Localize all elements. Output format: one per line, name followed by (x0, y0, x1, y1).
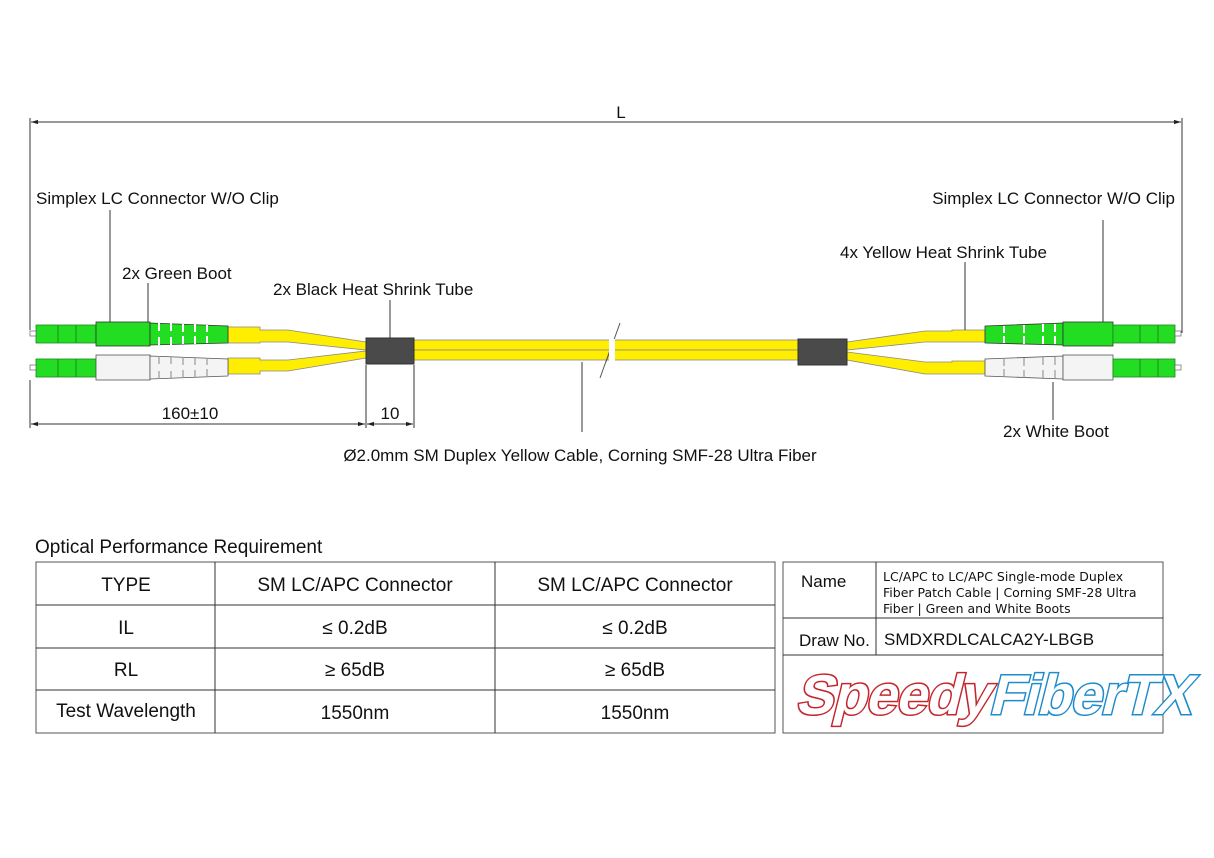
lc-connector-right-bottom (984, 354, 1182, 381)
duplex-cable (413, 322, 799, 379)
length-dimension: L (29, 103, 1183, 333)
lc-connector-left-top (29, 321, 229, 347)
performance-table: Optical Performance Requirement TYPE SM … (35, 537, 776, 734)
yellow-tube-label: 4x Yellow Heat Shrink Tube (840, 243, 1047, 262)
draw-no-value: SMDXRDLCALCA2Y-LBGB (884, 630, 1094, 649)
breakout-dim-label: 160±10 (162, 404, 219, 423)
table-row: RL ≥ 65dB ≥ 65dB (114, 660, 665, 681)
cable-label: Ø2.0mm SM Duplex Yellow Cable, Corning S… (343, 446, 817, 465)
length-label: L (616, 103, 625, 122)
name-line: Fiber Patch Cable | Corning SMF-28 Ultra (883, 585, 1137, 600)
callouts: Simplex LC Connector W/O Clip 2x Green B… (36, 189, 1175, 465)
green-boot-left (95, 321, 151, 347)
lc-connector-right-top (984, 321, 1182, 347)
right-breakout (797, 321, 1182, 381)
table-row: IL ≤ 0.2dB ≤ 0.2dB (118, 618, 668, 639)
svg-text:SpeedyFiberTX: SpeedyFiberTX (792, 665, 1203, 727)
performance-title: Optical Performance Requirement (35, 537, 323, 558)
breakout-dimensions: 160±10 10 (29, 365, 415, 428)
header-connector-a: SM LC/APC Connector (257, 575, 453, 596)
left-connector-label: Simplex LC Connector W/O Clip (36, 189, 279, 208)
svg-text:Test Wavelength: Test Wavelength (56, 701, 196, 722)
svg-text:≥ 65dB: ≥ 65dB (605, 660, 665, 681)
speedyfibertx-logo: SpeedyFiberTX (790, 663, 1204, 728)
white-boot-label: 2x White Boot (1003, 422, 1109, 441)
name-line: LC/APC to LC/APC Single-mode Duplex (883, 569, 1123, 584)
right-connector-label: Simplex LC Connector W/O Clip (932, 189, 1175, 208)
svg-text:≤ 0.2dB: ≤ 0.2dB (322, 618, 387, 639)
header-connector-b: SM LC/APC Connector (537, 575, 733, 596)
svg-text:RL: RL (114, 660, 138, 681)
svg-text:1550nm: 1550nm (321, 703, 390, 724)
left-breakout (29, 321, 415, 381)
table-header-row: TYPE SM LC/APC Connector SM LC/APC Conne… (101, 575, 733, 596)
table-row: Test Wavelength 1550nm 1550nm (56, 701, 669, 724)
name-line: Fiber | Green and White Boots (883, 601, 1071, 616)
lc-connector-left-bottom (29, 354, 229, 381)
svg-text:1550nm: 1550nm (601, 703, 670, 724)
white-boot-left (95, 354, 151, 381)
svg-text:IL: IL (118, 618, 134, 639)
black-heat-shrink-tube-right (797, 338, 848, 366)
draw-no-label: Draw No. (799, 631, 870, 650)
tube-dim-label: 10 (381, 404, 400, 423)
black-heat-shrink-tube-left (365, 337, 415, 365)
svg-text:≤ 0.2dB: ≤ 0.2dB (602, 618, 667, 639)
header-type: TYPE (101, 575, 151, 596)
title-block: Name LC/APC to LC/APC Single-mode Duplex… (782, 561, 1204, 734)
black-tube-label: 2x Black Heat Shrink Tube (273, 280, 473, 299)
green-boot-label: 2x Green Boot (122, 264, 232, 283)
green-boot-right (1062, 321, 1114, 347)
svg-text:≥ 65dB: ≥ 65dB (325, 660, 385, 681)
white-boot-right (1062, 354, 1114, 381)
name-label: Name (801, 572, 846, 591)
